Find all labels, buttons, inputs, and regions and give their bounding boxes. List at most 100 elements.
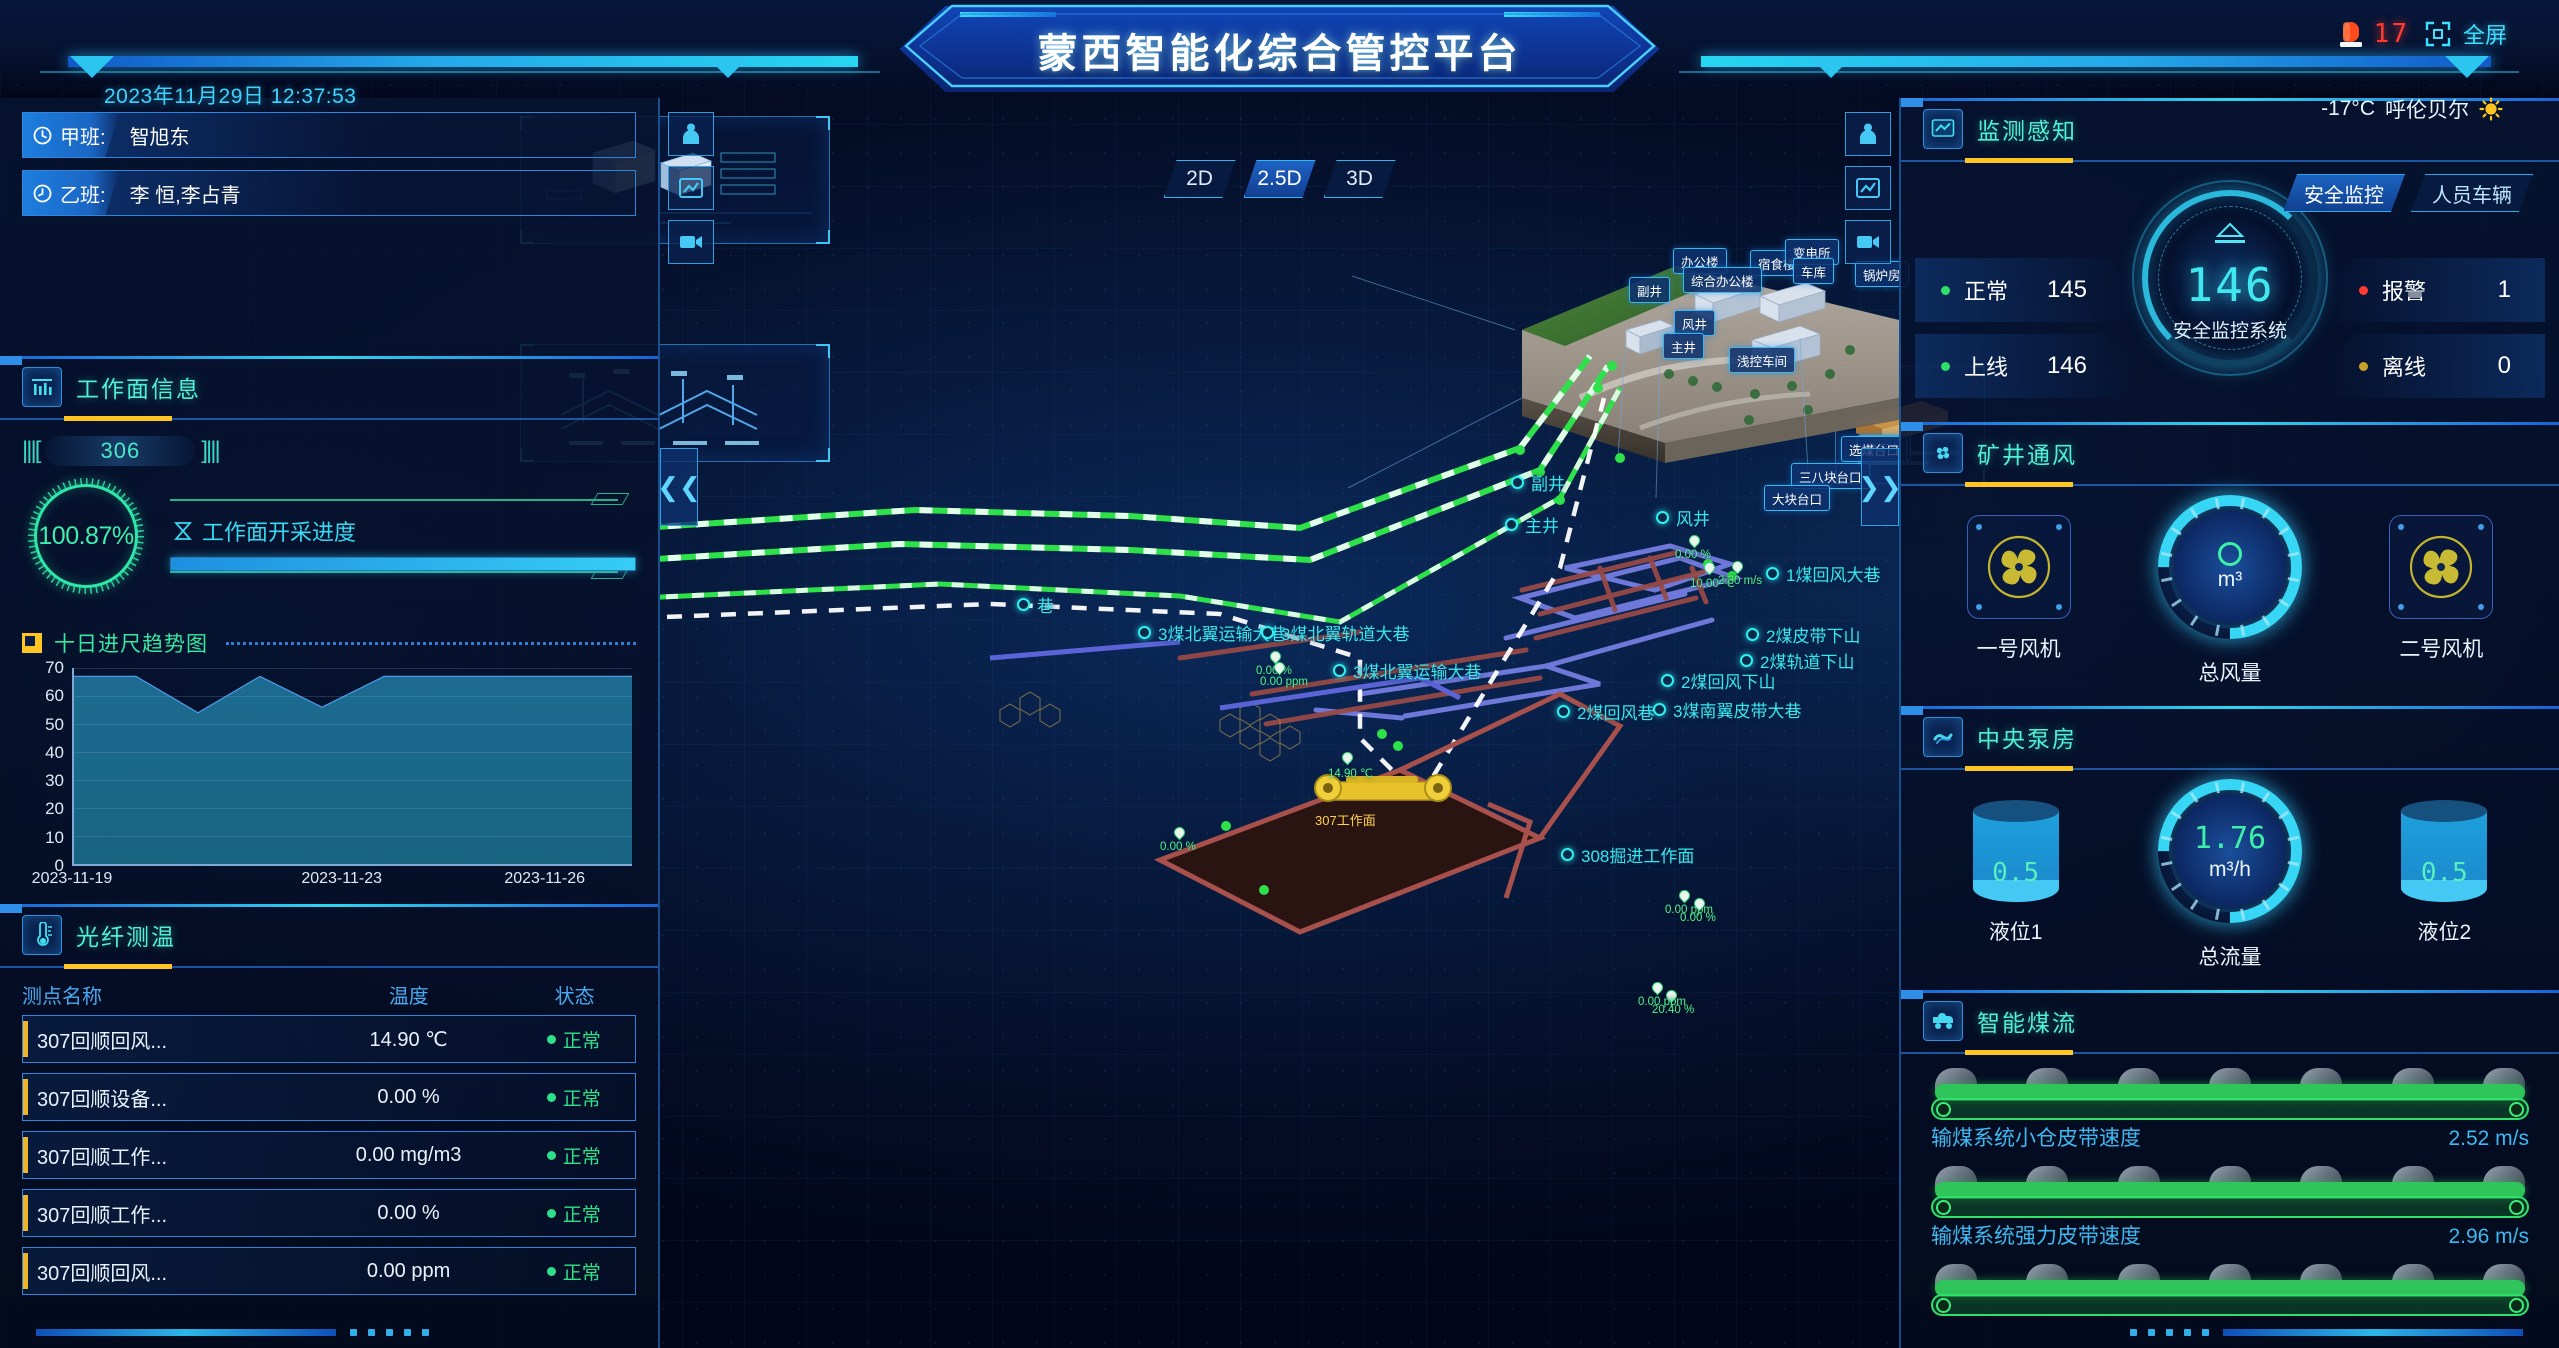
sensor-reading[interactable]: 10.00 ℃ xyxy=(1690,576,1735,590)
footer-line-left xyxy=(36,1329,336,1336)
shift-row-b[interactable]: 乙班: 李 恒,李占青 xyxy=(22,170,636,216)
x-axis-tick: 2023-11-19 xyxy=(31,870,113,887)
building-tag[interactable]: 综合办公楼 xyxy=(1683,267,1762,293)
tunnel-label[interactable]: 2煤回风巷 xyxy=(1557,699,1654,724)
label-text: 车库 xyxy=(1801,265,1827,280)
stat-label: 报警 xyxy=(2382,279,2427,304)
tunnel-label[interactable]: 3煤北翼轨道大巷 xyxy=(1261,620,1409,645)
header-actions[interactable]: 17 全屏 xyxy=(2338,18,2507,50)
label-text: 综合办公楼 xyxy=(1691,274,1754,289)
building-tag[interactable]: 副井 xyxy=(1629,277,1671,303)
label-text: 0.00 % xyxy=(1675,549,1711,561)
fiber-point-value: 0.00 mg/m3 xyxy=(355,1143,462,1166)
belt-roller-left xyxy=(1936,1200,1951,1215)
camera-icon-button[interactable] xyxy=(668,220,714,264)
building-tag[interactable]: 三八块台口 xyxy=(1791,463,1870,489)
pump-panel: 中央泵房 0.5 液位1 1.76 xyxy=(1901,706,2559,976)
tank-2-label: 液位2 xyxy=(2417,921,2472,944)
fiber-point-name: 307回顺回风... xyxy=(37,1262,168,1285)
building-tag[interactable]: 车库 xyxy=(1793,258,1835,284)
label-text: 3煤南翼皮带大巷 xyxy=(1673,702,1802,721)
belt-item xyxy=(1931,1264,2529,1318)
person-icon-button[interactable] xyxy=(668,112,714,156)
mine-map-viewport[interactable]: 2D 2.5D 3D xyxy=(520,98,1985,1348)
tunnel-label[interactable]: 3煤南翼皮带大巷 xyxy=(1653,697,1801,722)
collapse-right-button[interactable]: ❯❯ xyxy=(1858,448,1902,526)
gridline xyxy=(74,836,632,837)
belt-band xyxy=(1935,1084,2525,1101)
shift-row-a[interactable]: 甲班: 智旭东 xyxy=(22,112,636,158)
view-mode-25d[interactable]: 2.5D xyxy=(1244,160,1316,198)
tunnel-label[interactable]: 308掘进工作面 xyxy=(1561,842,1694,867)
chart-icon-button[interactable] xyxy=(668,166,714,210)
belt-roller-left xyxy=(1936,1102,1951,1117)
tunnel-label[interactable]: 2煤皮带下山 xyxy=(1746,622,1860,647)
workface-icon xyxy=(22,367,62,407)
y-axis-tick: 50 xyxy=(45,714,64,734)
chart-icon-button-right[interactable] xyxy=(1845,166,1891,210)
map-tools-right[interactable] xyxy=(1845,112,1891,264)
building-tag[interactable]: 风井 xyxy=(1674,310,1716,336)
panel-divider xyxy=(1901,1050,2559,1055)
sensor-reading[interactable]: 2.30 m/s xyxy=(1718,575,1762,587)
tunnel-label[interactable]: 3煤北翼运输大巷 xyxy=(1138,620,1286,645)
shaft-label[interactable]: 主井 xyxy=(1505,512,1559,537)
alarm-indicator[interactable]: 17 xyxy=(2338,18,2409,50)
tunnel-label[interactable]: 巷 xyxy=(1017,592,1054,617)
tab-personnel-vehicle[interactable]: 人员车辆 xyxy=(2411,174,2533,212)
building-tag[interactable]: 主井 xyxy=(1663,333,1705,359)
table-row[interactable]: 307回顺工作...0.00 %正常 xyxy=(22,1189,636,1237)
fan-1-label: 一号风机 xyxy=(1976,638,2061,661)
collapse-left-button[interactable]: ❮❮ xyxy=(657,448,701,526)
monitor-tabs[interactable]: 安全监控 人员车辆 xyxy=(2283,174,2533,212)
view-mode-2d[interactable]: 2D xyxy=(1164,160,1236,198)
sensor-reading[interactable]: 14.90 ℃ xyxy=(1328,766,1373,780)
fan-2[interactable]: 二号风机 xyxy=(2389,515,2494,663)
label-text: 2煤回风巷 xyxy=(1577,704,1655,723)
workface-panel-title: 工作面信息 xyxy=(76,376,201,402)
footer-line-right xyxy=(2223,1329,2523,1336)
fullscreen-button[interactable]: 全屏 xyxy=(2425,18,2507,50)
pump-panel-header: 中央泵房 xyxy=(1901,706,2559,768)
marker-dot xyxy=(1333,664,1346,677)
table-row[interactable]: 307回顺设备...0.00 %正常 xyxy=(22,1073,636,1121)
tunnel-label[interactable]: 1煤回风大巷 xyxy=(1766,561,1880,586)
map-tools-left[interactable] xyxy=(668,112,714,264)
frame-line-bottom xyxy=(170,571,618,573)
sensor-reading[interactable]: 0.00 ppm xyxy=(1260,676,1308,688)
sensor-reading[interactable]: 20.40 % xyxy=(1652,1004,1694,1016)
tunnel-label[interactable]: 2煤轨道下山 xyxy=(1740,648,1854,673)
tunnel-label[interactable]: 2煤回风下山 xyxy=(1661,668,1775,693)
building-tag[interactable]: 大块台口 xyxy=(1764,485,1831,511)
camera-icon-button-right[interactable] xyxy=(1845,220,1891,264)
person-icon-button-right[interactable] xyxy=(1845,112,1891,156)
label-text: 2煤皮带下山 xyxy=(1766,627,1861,646)
workface-label[interactable]: 307工作面 xyxy=(1315,810,1376,829)
label-text: 20.40 % xyxy=(1652,1004,1695,1016)
building-tag[interactable]: 浅控车间 xyxy=(1729,347,1796,373)
shaft-label[interactable]: 副井 xyxy=(1511,470,1565,495)
marker-dot xyxy=(1656,511,1669,524)
shaft-label[interactable]: 风井 xyxy=(1656,505,1710,530)
belt-graphic xyxy=(1931,1166,2529,1218)
sensor-reading[interactable]: 0.00 % xyxy=(1675,549,1711,561)
sensor-reading[interactable]: 0.00 % xyxy=(1160,841,1196,853)
tab-safety-monitor[interactable]: 安全监控 xyxy=(2283,174,2405,212)
progress-bar-fill xyxy=(171,558,635,570)
shift-a-label: 甲班: xyxy=(60,126,106,149)
status-dot xyxy=(2359,285,2368,295)
fan-1[interactable]: 一号风机 xyxy=(1966,515,2071,663)
ventilation-panel-header: 矿井通风 xyxy=(1901,422,2559,484)
label-text: 主井 xyxy=(1671,340,1697,355)
view-mode-toggle[interactable]: 2D 2.5D 3D xyxy=(1164,160,1396,198)
panel-top-line xyxy=(1901,990,2559,993)
view-mode-3d[interactable]: 3D xyxy=(1324,160,1396,198)
sensor-reading[interactable]: 0.00 ppm xyxy=(1638,996,1686,1008)
label-text: 风井 xyxy=(1682,317,1708,332)
sensor-reading[interactable]: 0.00 % xyxy=(1680,912,1716,924)
tunnel-label[interactable]: 3煤北翼运输大巷 xyxy=(1333,658,1481,683)
